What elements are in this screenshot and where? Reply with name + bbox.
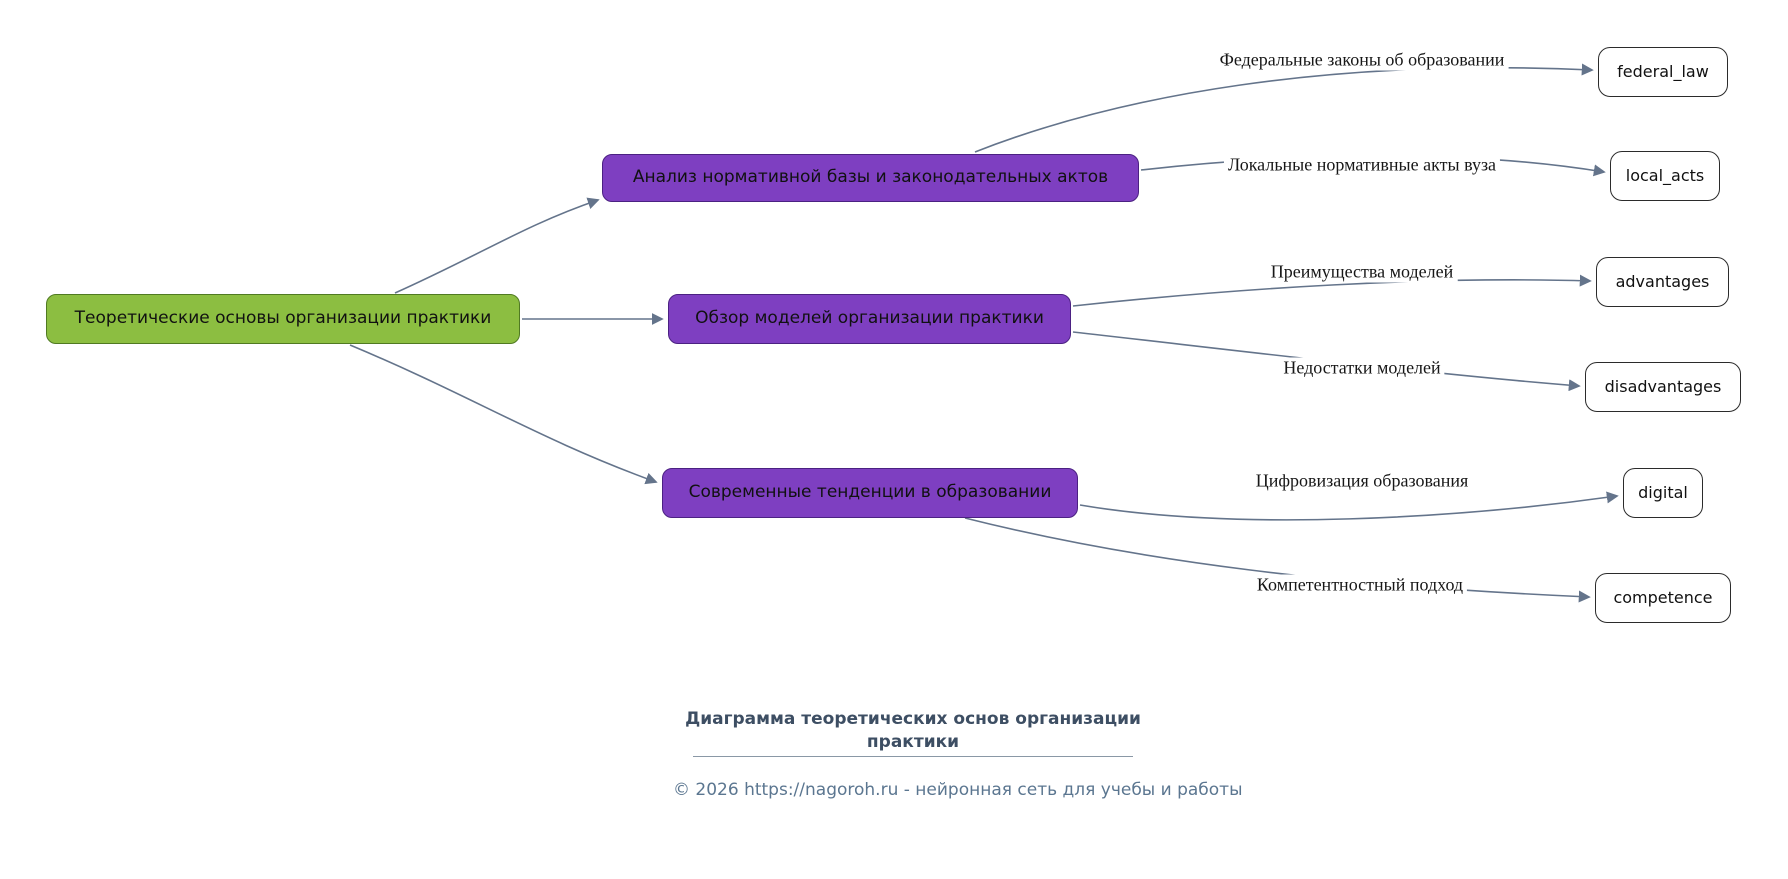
diagram-caption: Диаграмма теоретических основ организаци… (685, 709, 1141, 752)
leaf-node-local-acts: local_acts (1610, 151, 1720, 201)
edge-label-local-acts: Локальные нормативные акты вуза (1223, 154, 1501, 176)
edge-label-advantages: Преимущества моделей (1266, 261, 1458, 283)
edge-trends-competence (964, 517, 1591, 603)
edge-root-trends (349, 344, 658, 485)
edge-root-normative (394, 197, 600, 294)
edge-label-federal-law: Федеральные законы об образовании (1215, 49, 1509, 71)
leaf-node-federal-law: federal_law (1598, 47, 1728, 97)
edge-label-competence: Компетентностный подход (1252, 574, 1468, 596)
edge-label-disadvantages: Недостатки моделей (1279, 357, 1445, 379)
caption-divider (693, 756, 1133, 757)
branch-node-normative: Анализ нормативной базы и законодательны… (602, 154, 1139, 202)
leaf-node-competence: competence (1595, 573, 1731, 623)
leaf-node-disadvantages: disadvantages (1585, 362, 1741, 412)
edge-label-digital: Цифровизация образования (1251, 470, 1473, 492)
branch-node-trends: Современные тенденции в образовании (662, 468, 1078, 518)
root-node-theoretical-basics: Теоретические основы организации практик… (46, 294, 520, 344)
edge-normative-federal-law (974, 63, 1594, 153)
leaf-node-digital: digital (1623, 468, 1703, 518)
branch-node-models: Обзор моделей организации практики (668, 294, 1071, 344)
edge-trends-digital (1079, 491, 1619, 521)
footer-text: © 2026 https://nagoroh.ru - нейронная се… (673, 780, 1243, 800)
edge-models-advantages (1072, 274, 1592, 307)
leaf-node-advantages: advantages (1596, 257, 1729, 307)
